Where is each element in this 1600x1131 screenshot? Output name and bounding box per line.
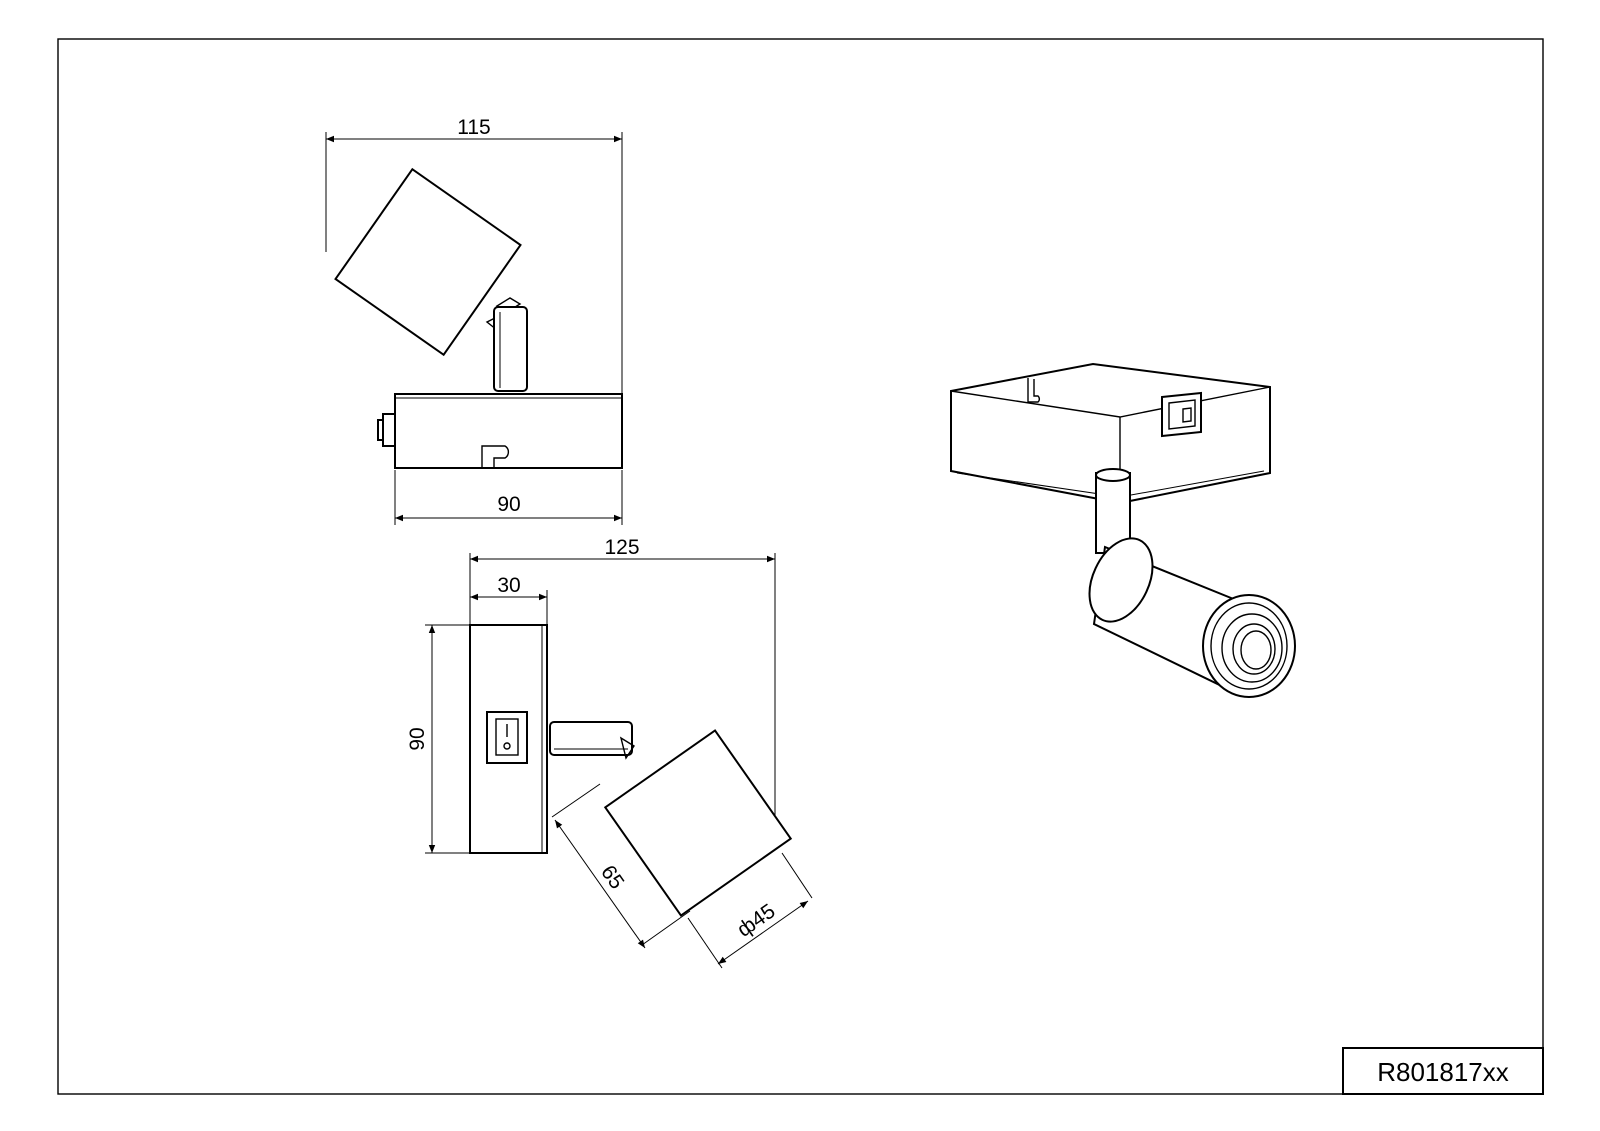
drawing-frame [57, 38, 1544, 1095]
dim-base-width: 90 [497, 493, 520, 516]
isometric-view [950, 362, 1296, 698]
keyhole-slot [481, 445, 510, 468]
dim-line-d45 [717, 900, 809, 965]
spot-head-top [334, 167, 522, 357]
top-view: 115 90 [325, 116, 623, 525]
switch-iso [1161, 391, 1202, 438]
product-code-box [1342, 1047, 1544, 1095]
side-view: 125 30 90 65 ф45 [406, 536, 813, 969]
dim-line-65 [554, 819, 646, 949]
spot-head-side [603, 729, 793, 917]
dim-side-height: 90 [406, 727, 429, 750]
dim-base-depth: 30 [497, 574, 520, 597]
dim-top-width: 115 [457, 116, 490, 139]
base-box-top [394, 393, 623, 469]
product-code: R801817xx [1377, 1057, 1509, 1087]
stem-top [493, 306, 528, 392]
dim-head-diameter: ф45 [733, 900, 779, 942]
switch-top [382, 413, 396, 447]
dim-side-depth: 125 [604, 536, 639, 559]
spot-lens-rim [1202, 594, 1296, 698]
stem-side [549, 721, 633, 756]
dim-head-length: 65 [596, 861, 628, 893]
